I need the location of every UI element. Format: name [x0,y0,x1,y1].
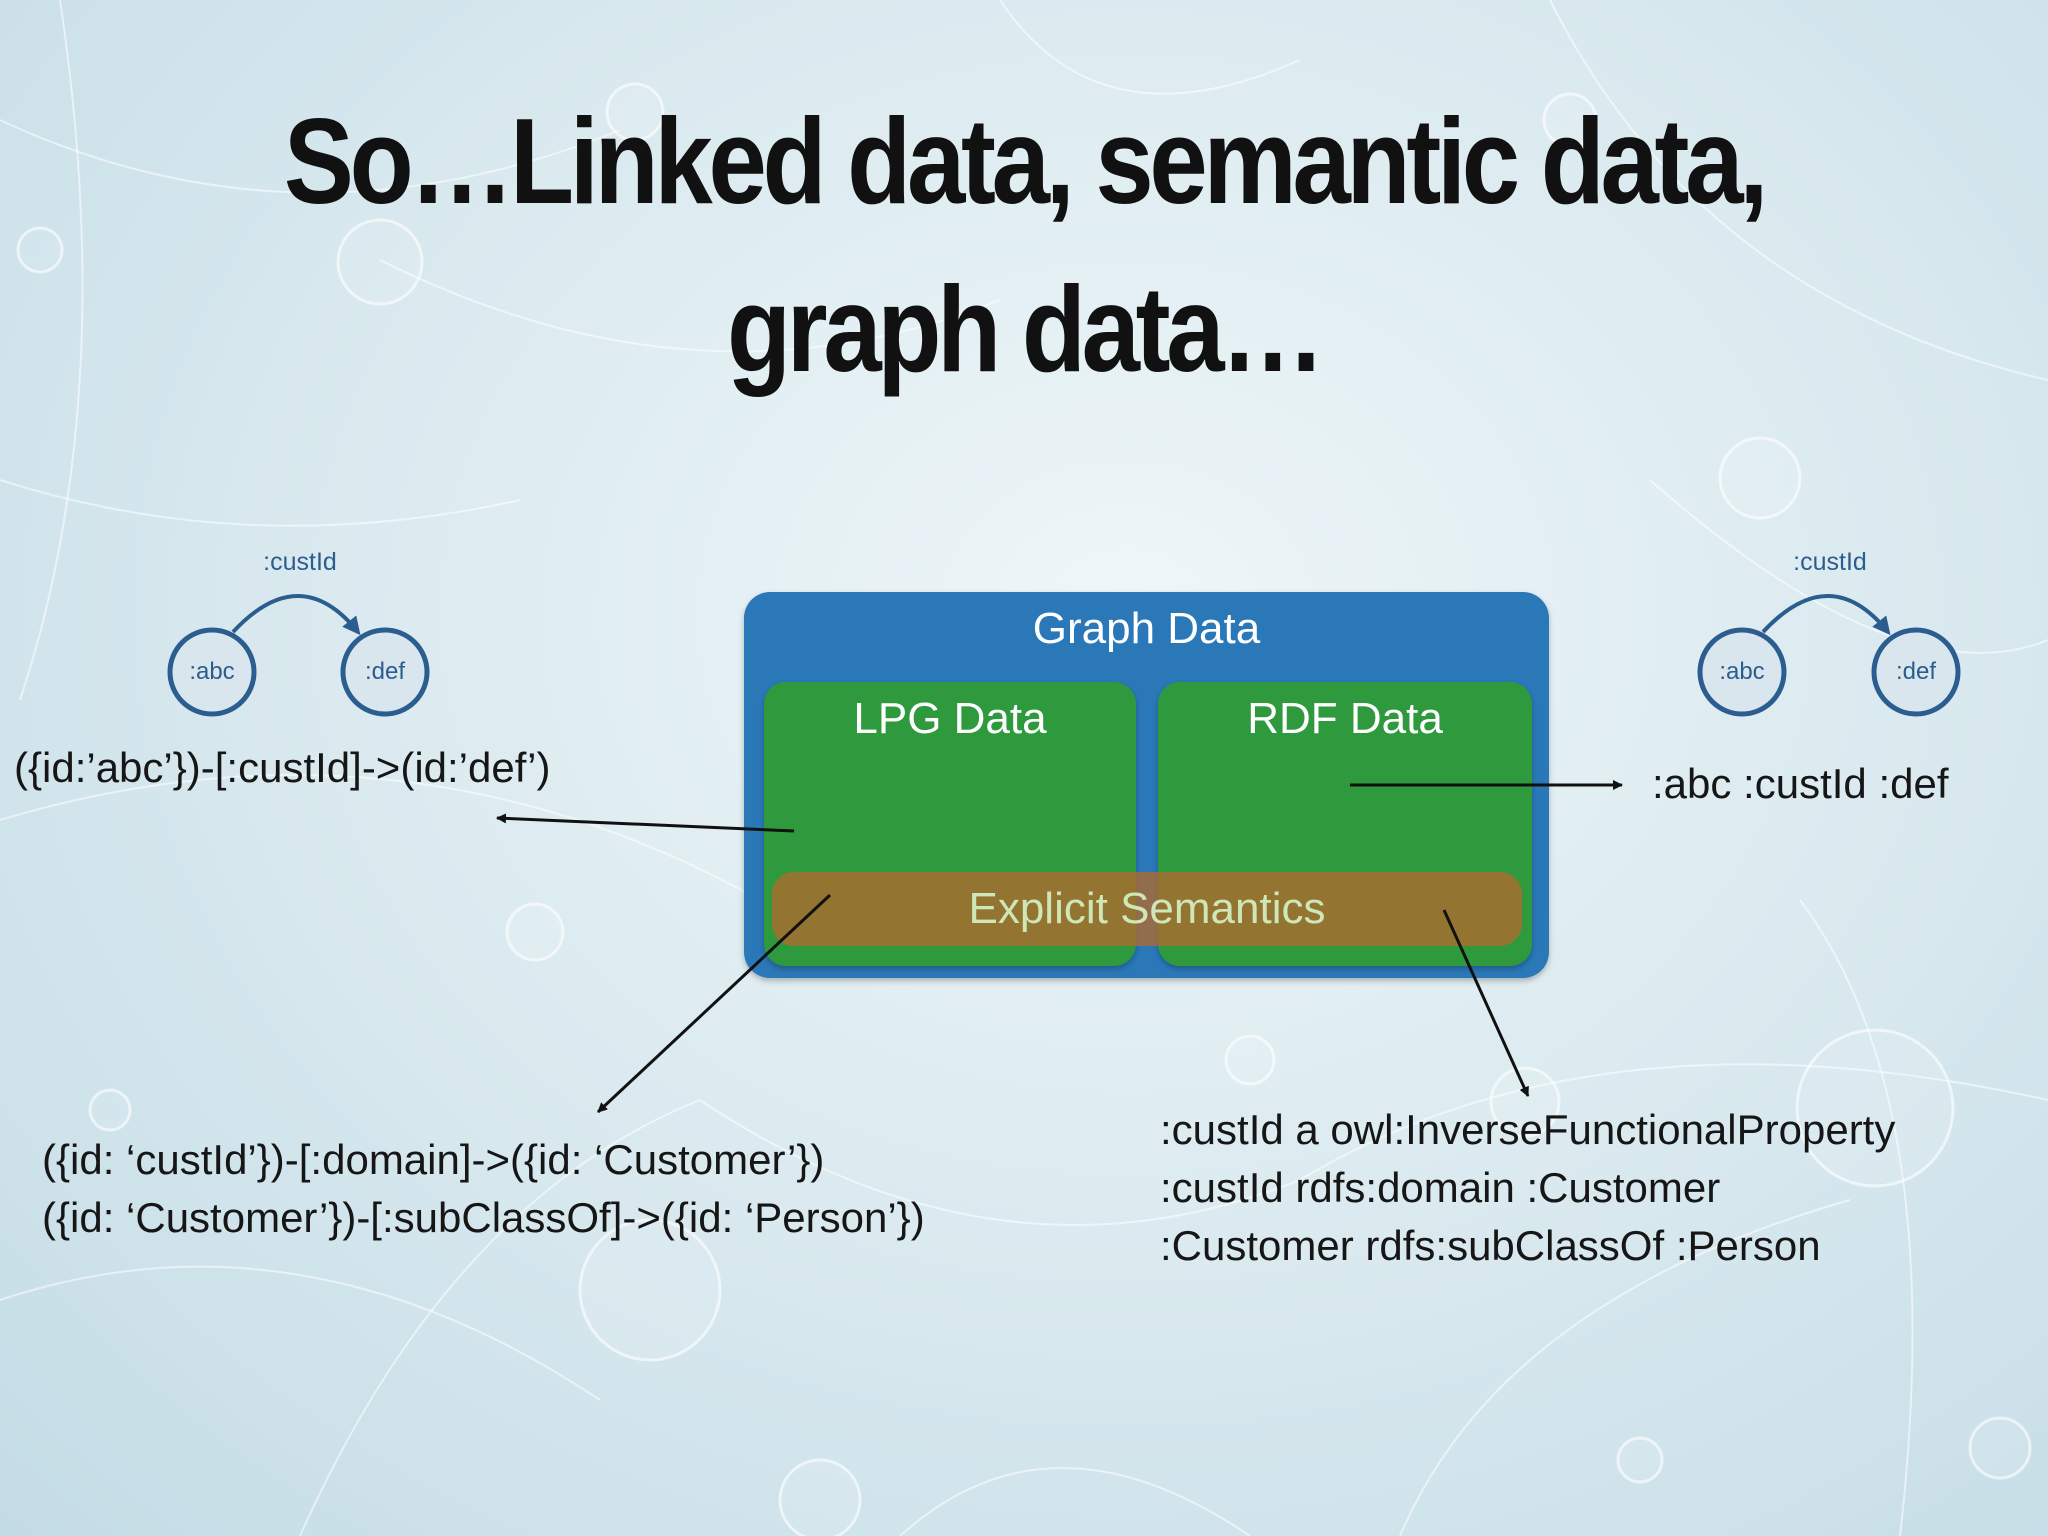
left-edge-arrow [231,594,361,636]
arrow-semantics-to-lpg-schema [596,893,832,1114]
slide-title-line-1: So…Linked data, semantic data, [283,93,1769,229]
arrow-lpg-to-instance [496,813,795,833]
left-edge-label: :custId [263,548,337,576]
lpg-schema-line-1: ({id: ‘custId’})-[:domain]->({id: ‘Custo… [42,1136,825,1183]
slide-title-line-2: graph data… [727,261,1325,397]
right-edge-arrow [1761,594,1891,636]
right-node-abc-label: :abc [1719,658,1765,685]
left-node-def-label: :def [364,658,406,685]
right-node-def-label: :def [1895,658,1937,685]
right-node-def [1871,627,1961,717]
lpg-instance-text: ({id:’abc’})-[:custId]->(id:’def’) [14,744,551,791]
rdf-schema-line-2: :custId rdfs:domain :Customer [1160,1164,1721,1211]
arrow-semantics-to-rdf-schema [1442,909,1530,1097]
rdf-schema-line-3: :Customer rdfs:subClassOf :Person [1160,1222,1821,1269]
left-node-abc [167,627,257,717]
right-edge-label: :custId [1793,548,1867,576]
graph-data-label: Graph Data [1032,604,1261,653]
left-node-def [340,627,430,717]
right-node-abc [1697,627,1787,717]
lpg-schema-line-2: ({id: ‘Customer’})-[:subClassOf]->({id: … [42,1194,925,1241]
rdf-instance-text: :abc :custId :def [1652,760,1949,807]
rdf-schema-line-1: :custId a owl:InverseFunctionalProperty [1160,1106,1896,1153]
lpg-data-label: LPG Data [853,694,1047,743]
explicit-semantics-bar [772,872,1522,946]
rdf-data-label: RDF Data [1247,694,1443,743]
left-node-abc-label: :abc [189,658,235,685]
explicit-semantics-label: Explicit Semantics [968,884,1326,933]
